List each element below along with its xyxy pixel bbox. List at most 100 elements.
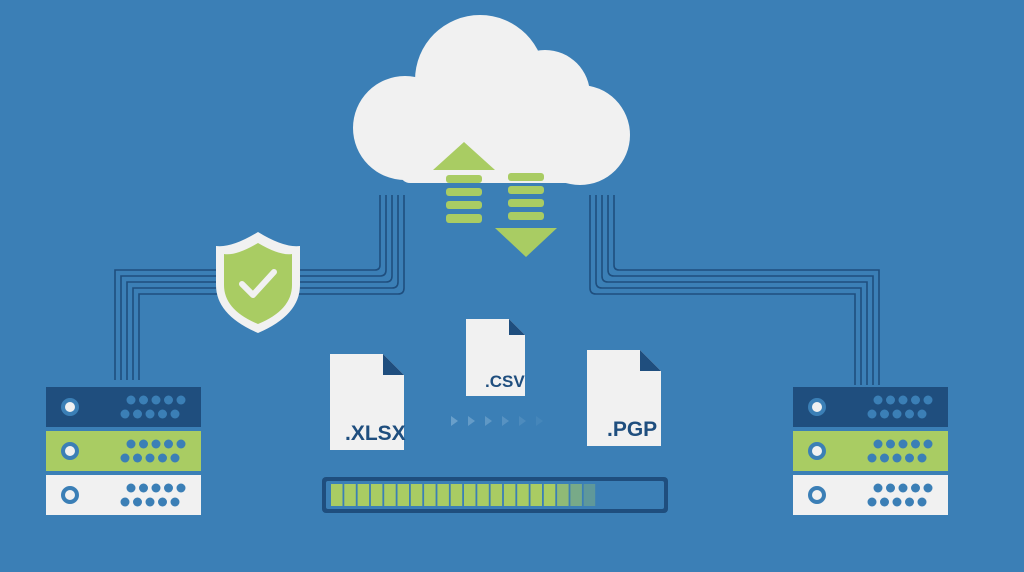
vent-dot	[923, 483, 933, 493]
file-xlsx-label: .XLSX	[345, 422, 406, 445]
vent-dot	[133, 453, 142, 463]
progress-segment	[450, 484, 463, 506]
progress-segment	[437, 484, 449, 506]
vent-dot	[151, 395, 161, 405]
vent-dot	[873, 439, 883, 449]
progress-segment	[424, 484, 436, 506]
progress-segment	[464, 484, 476, 506]
vent-dot	[164, 439, 173, 449]
vent-dot	[158, 453, 167, 463]
vent-dot	[120, 453, 130, 463]
progress-segment	[357, 484, 370, 506]
power-led-icon	[808, 442, 826, 460]
right-server-icon	[793, 387, 948, 515]
progress-fill	[331, 484, 596, 506]
progress-segment	[397, 484, 409, 506]
file-csv-label: .CSV	[485, 372, 525, 391]
vent-dot	[133, 409, 142, 419]
progress-segment	[384, 484, 396, 506]
vent-dot	[170, 497, 180, 507]
transfer-direction-arrows	[451, 416, 543, 426]
progress-segment	[530, 484, 542, 506]
vent-dot	[886, 395, 895, 405]
vent-dot	[886, 439, 895, 449]
vent-dot	[120, 409, 130, 419]
vent-dot	[880, 497, 889, 507]
vent-dot	[917, 497, 927, 507]
vent-dot	[867, 497, 877, 507]
vent-dot	[151, 483, 161, 493]
file-pgp-icon: .PGP	[587, 350, 661, 446]
vent-dot	[145, 453, 155, 463]
progress-segment	[543, 484, 556, 506]
transfer-progress-bar	[322, 477, 668, 513]
vent-dot	[880, 453, 889, 463]
power-led-icon	[808, 398, 826, 416]
vent-dot	[126, 483, 136, 493]
power-led-icon	[61, 398, 79, 416]
vent-dot	[923, 439, 933, 449]
vent-dot	[164, 483, 173, 493]
vent-dot	[898, 483, 908, 493]
power-led-icon	[61, 486, 79, 504]
vent-dot	[176, 439, 186, 449]
vent-dot	[911, 483, 920, 493]
vent-dot	[886, 483, 895, 493]
file-xlsx-icon: .XLSX	[330, 354, 406, 450]
vent-dot	[176, 483, 186, 493]
vent-dot	[911, 395, 920, 405]
vent-dot	[892, 409, 902, 419]
vent-dot	[873, 395, 883, 405]
progress-segment	[410, 484, 423, 506]
vent-dot	[892, 497, 902, 507]
vent-dot	[145, 497, 155, 507]
right-connection-lines	[589, 195, 880, 385]
vent-dot	[892, 453, 902, 463]
cloud-icon	[353, 15, 630, 185]
progress-segment	[557, 484, 569, 506]
vent-dot	[905, 409, 914, 419]
progress-segment	[503, 484, 516, 506]
progress-segment	[477, 484, 489, 506]
left-connection-lines	[114, 195, 405, 380]
download-arrow-icon	[495, 173, 557, 257]
vent-dot	[176, 395, 186, 405]
vent-dot	[880, 409, 889, 419]
vent-dot	[158, 409, 167, 419]
vent-dot	[170, 453, 180, 463]
vent-dot	[917, 409, 927, 419]
vent-dot	[133, 497, 142, 507]
upload-arrow-icon	[433, 142, 495, 223]
vent-dot	[120, 497, 130, 507]
file-csv-icon: .CSV	[466, 319, 525, 396]
vent-dot	[898, 439, 908, 449]
vent-dot	[917, 453, 927, 463]
progress-segment	[570, 484, 582, 506]
vent-dot	[911, 439, 920, 449]
shield-check-icon	[216, 232, 300, 333]
vent-dot	[164, 395, 173, 405]
vent-dot	[139, 483, 148, 493]
vent-dot	[898, 395, 908, 405]
vent-dot	[867, 453, 877, 463]
vent-dot	[905, 497, 914, 507]
vent-dot	[867, 409, 877, 419]
vent-dot	[126, 439, 136, 449]
vent-dot	[170, 409, 180, 419]
vent-dot	[139, 439, 148, 449]
left-server-icon	[46, 387, 201, 515]
vent-dot	[126, 395, 136, 405]
vent-dot	[145, 409, 155, 419]
progress-segment	[331, 484, 343, 506]
power-led-icon	[808, 486, 826, 504]
vent-dot	[905, 453, 914, 463]
progress-segment	[583, 484, 596, 506]
vent-dot	[923, 395, 933, 405]
progress-segment	[370, 484, 383, 506]
file-pgp-label: .PGP	[607, 418, 657, 441]
vent-dot	[139, 395, 148, 405]
vent-dot	[151, 439, 161, 449]
vent-dot	[873, 483, 883, 493]
progress-segment	[344, 484, 356, 506]
